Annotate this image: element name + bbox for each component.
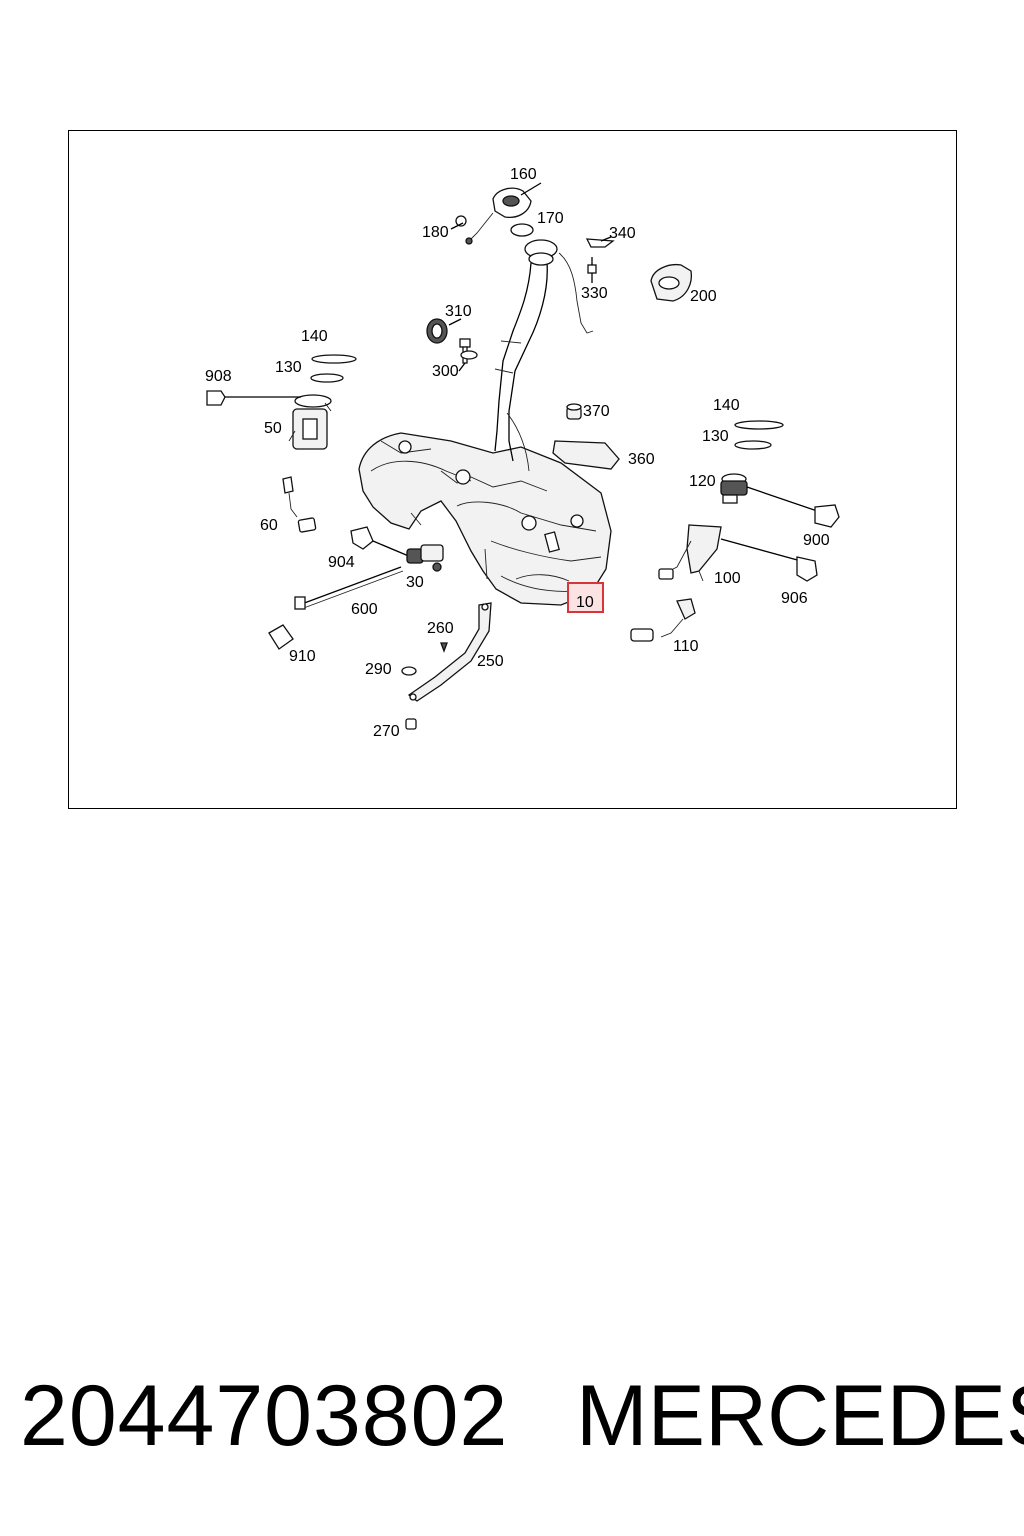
filler-cap	[468, 182, 542, 242]
bolt-260	[440, 642, 448, 653]
fuel-pump-module	[288, 394, 332, 450]
seal-rings-left	[310, 354, 357, 383]
label-part-906[interactable]: 906	[781, 590, 808, 607]
label-part-140-right[interactable]: 140	[713, 397, 740, 414]
level-sensor-right	[630, 598, 696, 642]
label-part-904[interactable]: 904	[328, 554, 355, 571]
label-part-30[interactable]: 30	[406, 574, 424, 591]
label-part-370[interactable]: 370	[583, 403, 610, 420]
label-part-360[interactable]: 360	[628, 451, 655, 468]
highlight-box-part-10	[567, 582, 604, 613]
nut-part	[566, 403, 582, 420]
brand-caption: MERCEDES	[576, 1368, 1024, 1464]
screw-part	[587, 257, 597, 283]
cover-plate	[650, 263, 693, 302]
label-part-120[interactable]: 120	[689, 473, 716, 490]
level-sensor-left	[282, 476, 317, 533]
parts-diagram-frame: 10 30 50 60 100 110 120 130 130 140 140 …	[68, 130, 957, 809]
label-part-300[interactable]: 300	[432, 363, 459, 380]
label-part-160[interactable]: 160	[510, 166, 537, 183]
line-600	[294, 566, 404, 610]
connector-910	[268, 624, 294, 650]
label-part-130-left[interactable]: 130	[275, 359, 302, 376]
label-part-180[interactable]: 180	[422, 224, 449, 241]
tank-strap	[407, 602, 492, 702]
connector-908	[206, 390, 301, 406]
connector-900	[814, 504, 840, 528]
label-part-60[interactable]: 60	[260, 517, 278, 534]
vent-valve	[426, 318, 478, 372]
filler-neck-pipe	[494, 239, 594, 472]
filler-seal-ring	[510, 223, 534, 237]
label-part-110[interactable]: 110	[673, 638, 699, 655]
label-part-908[interactable]: 908	[205, 368, 232, 385]
label-part-270[interactable]: 270	[373, 723, 400, 740]
cap-tether	[450, 215, 473, 245]
washer-290	[401, 666, 417, 676]
label-part-130-right[interactable]: 130	[702, 428, 729, 445]
label-part-170[interactable]: 170	[537, 210, 564, 227]
label-part-10[interactable]: 10	[576, 594, 594, 611]
label-part-140-left[interactable]: 140	[301, 328, 328, 345]
label-part-100[interactable]: 100	[714, 570, 741, 587]
label-part-250[interactable]: 250	[477, 653, 504, 670]
label-part-900[interactable]: 900	[803, 532, 830, 549]
label-part-310[interactable]: 310	[445, 303, 472, 320]
label-part-340[interactable]: 340	[609, 225, 636, 242]
part-number-caption: 2044703802	[20, 1368, 509, 1464]
connector-906	[796, 556, 818, 582]
clip-part	[585, 236, 615, 248]
label-part-600[interactable]: 600	[351, 601, 378, 618]
nut-270	[405, 718, 417, 730]
gasket-plate	[552, 440, 620, 470]
label-part-260[interactable]: 260	[427, 620, 454, 637]
label-part-200[interactable]: 200	[690, 288, 717, 305]
fuel-tank	[358, 432, 612, 606]
sender-unit-120	[720, 473, 824, 514]
seal-rings-right	[734, 420, 784, 450]
fuel-tank-exploded-diagram: 10 30 50 60 100 110 120 130 130 140 140 …	[205, 166, 840, 740]
label-part-290[interactable]: 290	[365, 661, 392, 678]
label-part-910[interactable]: 910	[289, 648, 316, 665]
connector-904	[350, 526, 412, 558]
valve-30	[406, 544, 444, 572]
label-part-330[interactable]: 330	[581, 285, 608, 302]
label-part-50[interactable]: 50	[264, 420, 282, 437]
pump-bracket-100	[658, 524, 802, 582]
